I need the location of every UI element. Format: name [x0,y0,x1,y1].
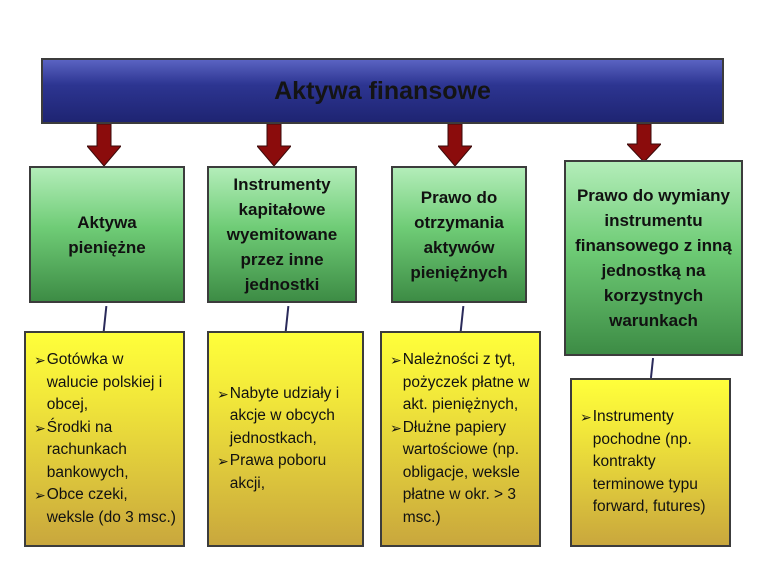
detail-box-aktywa-pieniezne: ➢ Gotówka w walucie polskiej i obcej, ➢ … [24,331,185,547]
arrow-bullet-icon: ➢ [390,419,402,436]
list-item: ➢ Prawa poboru akcji, [217,450,356,495]
detail-box-prawo-do-wymiany: ➢ Instrumenty pochodne (np. kontrakty te… [570,378,731,547]
category-box-prawo-do-wymiany: Prawo do wymiany instrumentu finansowego… [564,160,743,356]
down-arrow-icon [257,124,291,166]
down-arrow-icon [627,124,661,162]
diagram-header: Aktywa finansowe [41,58,724,124]
list-item: ➢ Gotówka w walucie polskiej i obcej, [34,349,177,417]
arrow-bullet-icon: ➢ [580,409,592,426]
header-title: Aktywa finansowe [274,76,491,105]
category-box-instrumenty-kapitalowe: Instrumenty kapitałowe wyemitowane przez… [207,166,357,303]
category-title: Aktywa pieniężne [68,212,146,257]
detail-box-prawo-do-otrzymania: ➢ Należności z tyt, pożyczek płatne w ak… [380,331,541,547]
arrow-bullet-icon: ➢ [217,453,229,470]
list-item: ➢ Środki na rachunkach bankowych, [34,417,177,485]
category-box-aktywa-pieniezne: Aktywa pieniężne [29,166,185,303]
list-item: ➢ Obce czeki, weksle (do 3 msc.) [34,484,177,529]
arrow-bullet-icon: ➢ [34,352,46,368]
list-item: ➢ Należności z tyt, pożyczek płatne w ak… [390,349,533,417]
down-arrow-icon [87,124,121,166]
list-item: ➢ Dłużne papiery wartościowe (np. obliga… [390,417,533,530]
down-arrow-icon [438,124,472,166]
arrow-bullet-icon: ➢ [34,419,46,436]
connector-line [649,357,655,379]
category-title: Prawo do otrzymania aktywów pieniężnych [410,187,508,282]
connector-line [459,305,465,333]
connector-line [284,305,290,333]
arrow-bullet-icon: ➢ [34,487,46,503]
arrow-bullet-icon: ➢ [390,352,402,368]
category-title: Instrumenty kapitałowe wyemitowane przez… [226,175,338,294]
connector-line [102,305,108,333]
detail-box-instrumenty-kapitalowe: ➢ Nabyte udziały i akcje w obcych jednos… [207,331,364,547]
list-item: ➢ Nabyte udziały i akcje w obcych jednos… [217,383,356,451]
category-box-prawo-do-otrzymania: Prawo do otrzymania aktywów pieniężnych [391,166,527,303]
arrow-bullet-icon: ➢ [217,385,229,402]
list-item: ➢ Instrumenty pochodne (np. kontrakty te… [580,406,723,519]
category-title: Prawo do wymiany instrumentu finansowego… [575,186,732,330]
